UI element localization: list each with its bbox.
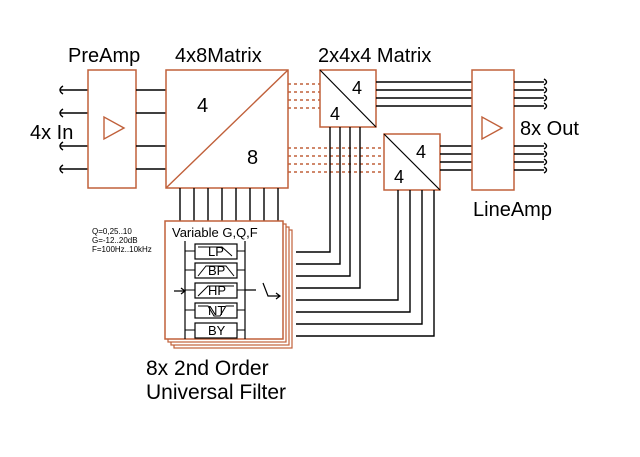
filter-mode-lp: LP <box>185 243 245 260</box>
filter-caption-line2: Universal Filter <box>146 381 286 404</box>
filter-mode-by-label: BY <box>208 323 226 338</box>
input-wires <box>59 85 88 174</box>
lineamp-block <box>471 69 515 191</box>
matrix-to-filter-wires <box>179 188 279 222</box>
submatrix-b-input-count: 4 <box>394 167 404 187</box>
submatrix-a-diagonal <box>319 69 377 128</box>
matrix-to-submatrix-bottom-dashes <box>288 147 384 173</box>
matrix-2x4x4-title: 2x4x4 Matrix <box>318 45 431 67</box>
lineamp-label: LineAmp <box>473 199 552 221</box>
preamp-output-wires <box>136 89 166 170</box>
filter-param-f: F=100Hz..10kHz <box>92 245 152 254</box>
output-wires <box>514 78 548 174</box>
filter-caption-line1: 8x 2nd Order <box>146 357 269 380</box>
submatrix-b-diagonal <box>383 133 441 191</box>
matrix-to-submatrix-top-dashes <box>288 83 320 109</box>
matrix-4x8-diagonal <box>165 69 289 189</box>
input-label: 4x In <box>30 122 73 144</box>
matrix-4x8-output-count: 8 <box>247 147 258 169</box>
filter-selector-switch-icon <box>245 282 281 300</box>
filter-mode-bp: BP <box>185 262 245 279</box>
filter-mode-by: BY <box>185 322 245 339</box>
filter-param-q: Q=0,25..10 <box>92 227 132 236</box>
preamp-amplifier-icon <box>103 115 126 141</box>
filter-input-arrow-icon <box>174 287 186 295</box>
filter-header: Variable G,Q,F <box>172 225 258 240</box>
submatrix-a-output-wires <box>376 81 472 107</box>
filter-mode-lp-label: LP <box>208 244 224 259</box>
preamp-title: PreAmp <box>68 45 140 67</box>
filter-param-g: G=-12..20dB <box>92 236 138 245</box>
filter-to-submatrix-b-wires <box>296 190 435 337</box>
output-label: 8x Out <box>520 118 579 140</box>
submatrix-a-output-count: 4 <box>352 78 362 98</box>
submatrix-b-output-count: 4 <box>416 142 426 162</box>
filter-mode-nt: NT <box>185 302 245 319</box>
filter-mode-hp: HP <box>185 282 245 299</box>
filter-mode-hp-label: HP <box>208 283 226 298</box>
lineamp-amplifier-icon <box>481 115 504 141</box>
submatrix-b-output-wires <box>440 145 472 171</box>
filter-mode-bp-label: BP <box>208 263 225 278</box>
filter-to-submatrix-a-wires <box>296 127 361 289</box>
matrix-4x8-input-count: 4 <box>197 95 208 117</box>
filter-mode-nt-label: NT <box>208 303 225 318</box>
matrix-4x8-title: 4x8Matrix <box>175 45 262 67</box>
submatrix-a-input-count: 4 <box>330 104 340 124</box>
preamp-block <box>87 69 137 189</box>
